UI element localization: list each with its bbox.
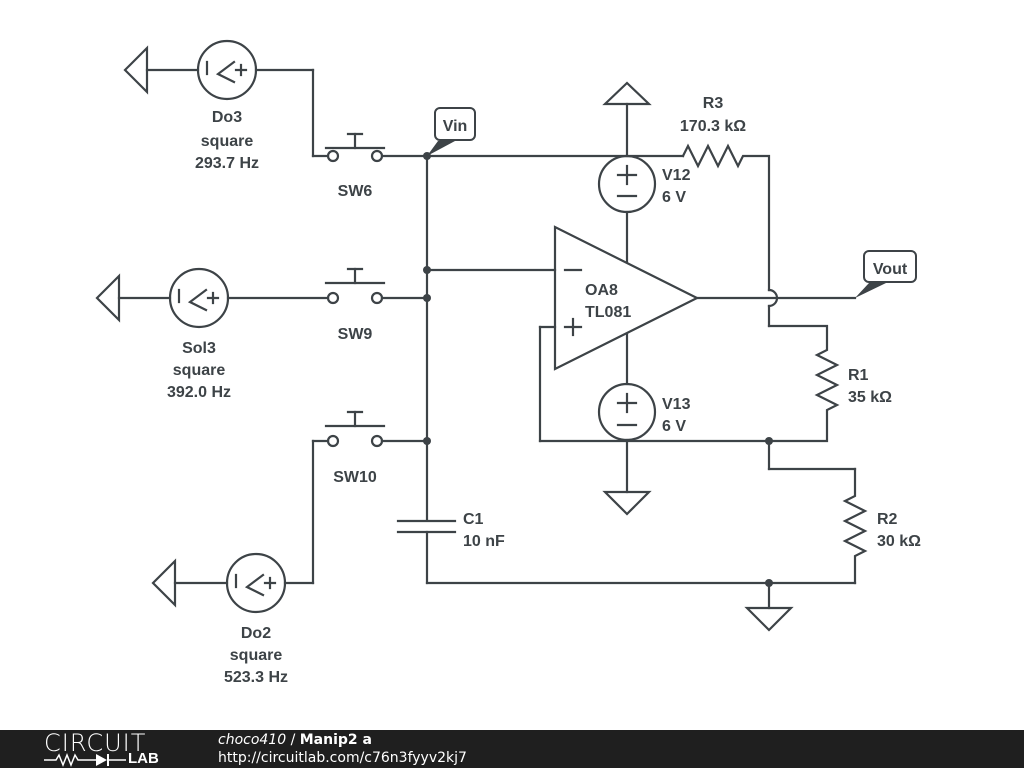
capacitor-value: 10 nF	[463, 533, 505, 550]
capacitor-name: C1	[463, 511, 484, 528]
capacitor-c1[interactable]: C1 10 nF	[396, 511, 857, 585]
opamp-model: TL081	[585, 304, 631, 321]
resistor-name: R3	[703, 95, 724, 112]
switch-sw6[interactable]: SW6	[324, 132, 429, 200]
circuitlab-logo[interactable]: CIRCUIT	[44, 729, 147, 757]
switch-label: SW10	[333, 469, 377, 486]
ground-icon	[602, 490, 652, 516]
supply-v13[interactable]: V13 6 V	[597, 332, 691, 516]
switch-label: SW9	[338, 326, 373, 343]
resistor-value: 35 kΩ	[848, 389, 892, 406]
net-label-text: Vout	[873, 261, 908, 278]
vin-bus	[423, 152, 685, 522]
supply-value: 6 V	[662, 189, 686, 206]
circuit-url[interactable]: http://circuitlab.com/c76n3fyyv2kj7	[218, 750, 467, 766]
source-do2[interactable]: Do2 square 523.3 Hz	[151, 439, 330, 686]
source-name: Do3	[212, 109, 242, 126]
net-label-vin[interactable]: Vin	[427, 107, 476, 156]
source-wave: square	[173, 362, 226, 379]
ground-icon	[95, 273, 121, 323]
source-wave: square	[230, 647, 283, 664]
resistor-value: 170.3 kΩ	[680, 118, 746, 135]
divider-node	[538, 437, 857, 471]
resistor-r1[interactable]: R1 35 kΩ	[767, 324, 892, 443]
circuit-meta: choco410 / Manip2 a http://circuitlab.co…	[218, 731, 467, 767]
ground-icon	[151, 558, 177, 608]
net-label-text: Vin	[443, 118, 468, 135]
resistor-r2[interactable]: R2 30 kΩ	[842, 467, 921, 585]
switch-label: SW6	[338, 183, 373, 200]
source-name: Do2	[241, 625, 271, 642]
supply-rail-icon	[602, 81, 652, 106]
ground-icon	[123, 45, 149, 95]
source-freq: 523.3 Hz	[224, 669, 288, 686]
source-do3[interactable]: Do3 square 293.7 Hz	[123, 39, 330, 172]
circuitlab-logo-lab: LAB	[128, 750, 159, 767]
supply-name: V13	[662, 396, 691, 413]
supply-value: 6 V	[662, 418, 686, 435]
source-name: Sol3	[182, 340, 216, 357]
source-freq: 392.0 Hz	[167, 384, 231, 401]
net-label-vout[interactable]: Vout	[855, 250, 917, 298]
circuit-title: Manip2 a	[299, 732, 372, 748]
resistor-name: R2	[877, 511, 898, 528]
separator: /	[286, 732, 300, 748]
supply-name: V12	[662, 167, 691, 184]
schematic-canvas: Do3 square 293.7 Hz SW6 Sol3 square 392.…	[95, 39, 921, 686]
footer-bar	[0, 730, 1024, 768]
source-sol3[interactable]: Sol3 square 392.0 Hz	[95, 267, 330, 401]
resistor-r3[interactable]: R3 170.3 kΩ	[680, 95, 779, 328]
supply-v12[interactable]: V12 6 V	[597, 81, 691, 264]
switch-sw9[interactable]: SW9	[324, 267, 429, 343]
opamp-name: OA8	[585, 282, 618, 299]
source-wave: square	[201, 133, 254, 150]
logo-resistor-diode-icon	[44, 752, 126, 768]
source-freq: 293.7 Hz	[195, 155, 259, 172]
ground-icon	[744, 606, 794, 632]
bottom-ground	[744, 579, 794, 632]
author-link[interactable]: choco410	[218, 732, 287, 748]
switch-sw10[interactable]: SW10	[324, 410, 429, 486]
resistor-value: 30 kΩ	[877, 533, 921, 550]
resistor-name: R1	[848, 367, 869, 384]
